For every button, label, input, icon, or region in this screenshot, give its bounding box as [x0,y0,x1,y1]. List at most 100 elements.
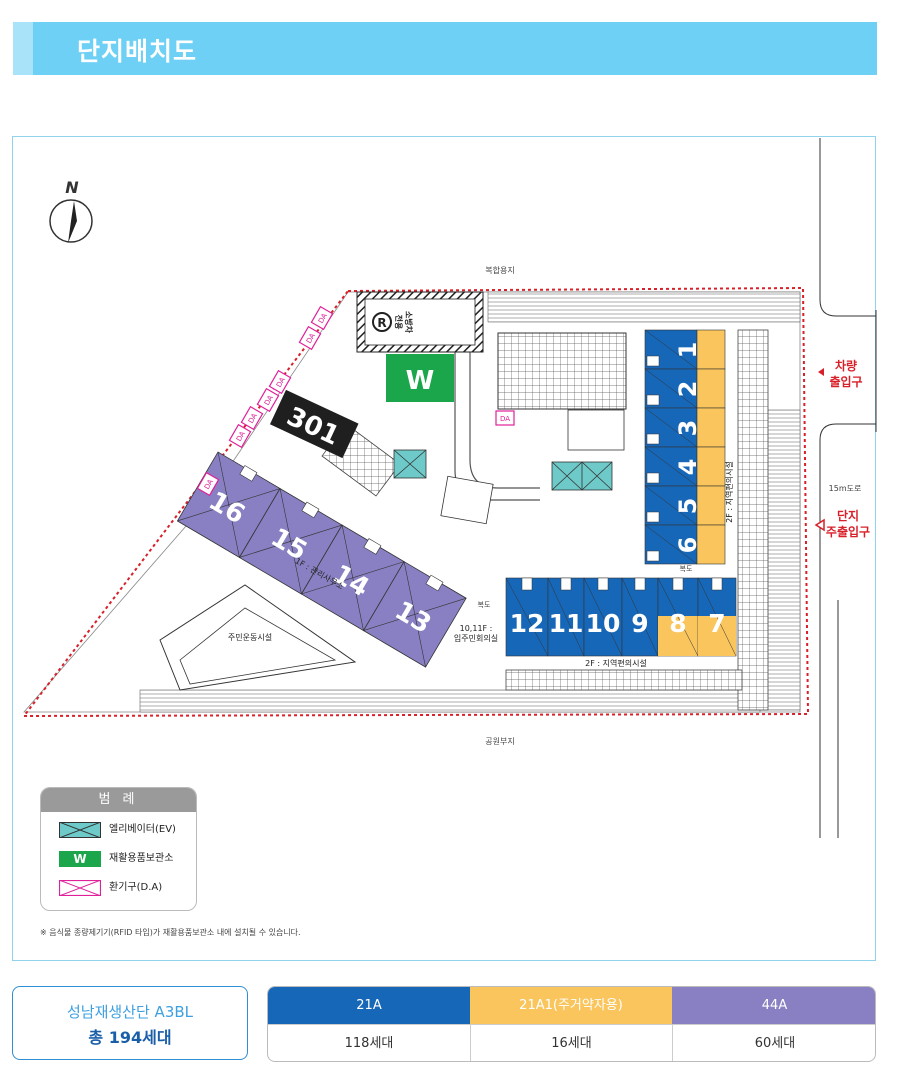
building-1-label: 1 [674,342,702,359]
building-10: 10 [583,577,623,657]
building-5-label: 5 [674,498,702,515]
building-3-label: 3 [674,420,702,437]
vehicle-entrance: 차량 출입구 [818,358,863,389]
fire-parking-area: R 소방차 전용 [356,291,484,353]
building-6: 6 [644,524,726,565]
unit-type-21a: 21A 118세대 [268,987,470,1061]
building-5: 5 [644,485,726,526]
north-label: N [65,178,79,197]
building-10-label: 10 [586,609,621,638]
vent-marker: DA [240,405,264,431]
label-bottom-land: 공원부지 [485,737,514,746]
parking-icon [372,312,392,332]
label-resident-1: 10,11F : [460,624,493,633]
label-sports: 주민운동시설 [228,632,272,642]
label-road: 15m도로 [829,484,862,493]
vent-label: DA [500,415,510,423]
building-7: 7 [697,577,737,657]
legend-title: 범 례 [41,788,196,812]
unit-type-name: 21A1(주거약자용) [470,987,672,1024]
footnote: ※ 음식물 종량제기기(RFID 타입)가 재활용품보관소 내에 설치될 수 있… [40,928,301,937]
building-9-label: 9 [631,609,648,638]
recycling-label: W [406,366,435,396]
building-12: 12 [505,577,549,657]
building-1: 1 [644,329,726,370]
svg-text:R: R [377,316,386,330]
vehicle-entrance-line1: 차량 [835,358,857,373]
legend: 범 례 엘리베이터(EV) W 재활용품보관소 환기구(D.A) [40,787,197,911]
road-lines [819,138,877,838]
building-11: 11 [547,577,585,657]
building-4-label: 4 [674,459,702,476]
header-accent [13,22,33,75]
grid-paving-south [505,669,743,691]
label-corridor-2: 복도 [478,601,491,609]
building-11-label: 11 [549,609,584,638]
vent-marker: DA [256,387,280,413]
unit-type-count: 118세대 [268,1024,470,1061]
site-boundary [21,286,810,718]
building-6-label: 6 [674,537,702,554]
building-13: 13 [362,561,467,668]
building-12-label: 12 [510,609,545,638]
vent-icon [59,880,101,896]
main-entrance-line2: 주출입구 [826,524,870,539]
legend-label-vent: 환기구(D.A) [109,882,163,893]
page-title: 단지배치도 [77,37,198,66]
vent-marker: DA [310,305,334,331]
vent-marker: DA [298,325,322,351]
building-7-label: 7 [708,609,725,638]
label-top-land: 복합용지 [485,266,514,275]
vent-marker: DA [196,471,220,497]
complex-total: 총 194세대 [88,1028,172,1047]
unit-type-21a1: 21A1(주거약자용) 16세대 [470,987,672,1061]
legend-label-recycling: 재활용품보관소 [109,853,174,864]
vent-marker: DA [268,369,292,395]
buildings-east: 1 2 3 4 5 6 [644,329,726,565]
building-9: 9 [621,577,659,657]
vehicle-entrance-line2: 출입구 [829,374,862,389]
north-compass: N [49,178,93,243]
parking-text-2: 전용 [394,315,404,330]
vent-marker: DA [495,410,515,426]
site-plan-frame [12,136,876,961]
paving-south [139,689,761,713]
parking-text-1: 소방차 [404,311,414,334]
label-facility-south: 2F : 지역편의시설 [585,658,647,668]
page-header: 단지배치도 [13,22,877,75]
unit-type-count: 60세대 [672,1024,875,1061]
unit-type-44a: 44A 60세대 [672,987,875,1061]
legend-label-elevator: 엘리베이터(EV) [109,824,176,835]
main-entrance: 단지 주출입구 [814,508,870,539]
complex-summary: 성남재생산단 A3BL 총 194세대 [12,986,248,1060]
building-2-label: 2 [674,381,702,398]
grid-paving-east [737,329,769,711]
pergola [497,332,627,410]
unit-type-name: 21A [268,987,470,1024]
complex-name: 성남재생산단 A3BL [66,1003,194,1021]
building-2: 2 [644,368,726,409]
main-entrance-line1: 단지 [837,508,859,523]
elevator-markers [393,449,613,491]
unit-type-count: 16세대 [470,1024,672,1061]
building-4: 4 [644,446,726,487]
building-14: 14 [300,524,405,632]
building-15: 15 [238,487,343,595]
unit-type-table: 21A 118세대 21A1(주거약자용) 16세대 44A 60세대 [267,986,876,1062]
unit-type-name: 44A [672,987,875,1024]
recycling-storage: W [386,354,454,402]
label-facility-east: 2F : 지역편의시설 [724,461,734,523]
cores [440,409,625,525]
vent-marker: DA [228,423,252,449]
label-corridor-1: 복도 [680,565,693,573]
label-resident-2: 입주민회의실 [454,633,498,643]
building-8-label: 8 [669,609,686,638]
elevator-icon [59,822,101,838]
paving-north [487,291,801,323]
w-icon: W [59,851,101,867]
building-8: 8 [657,577,699,657]
building-3: 3 [644,407,726,448]
